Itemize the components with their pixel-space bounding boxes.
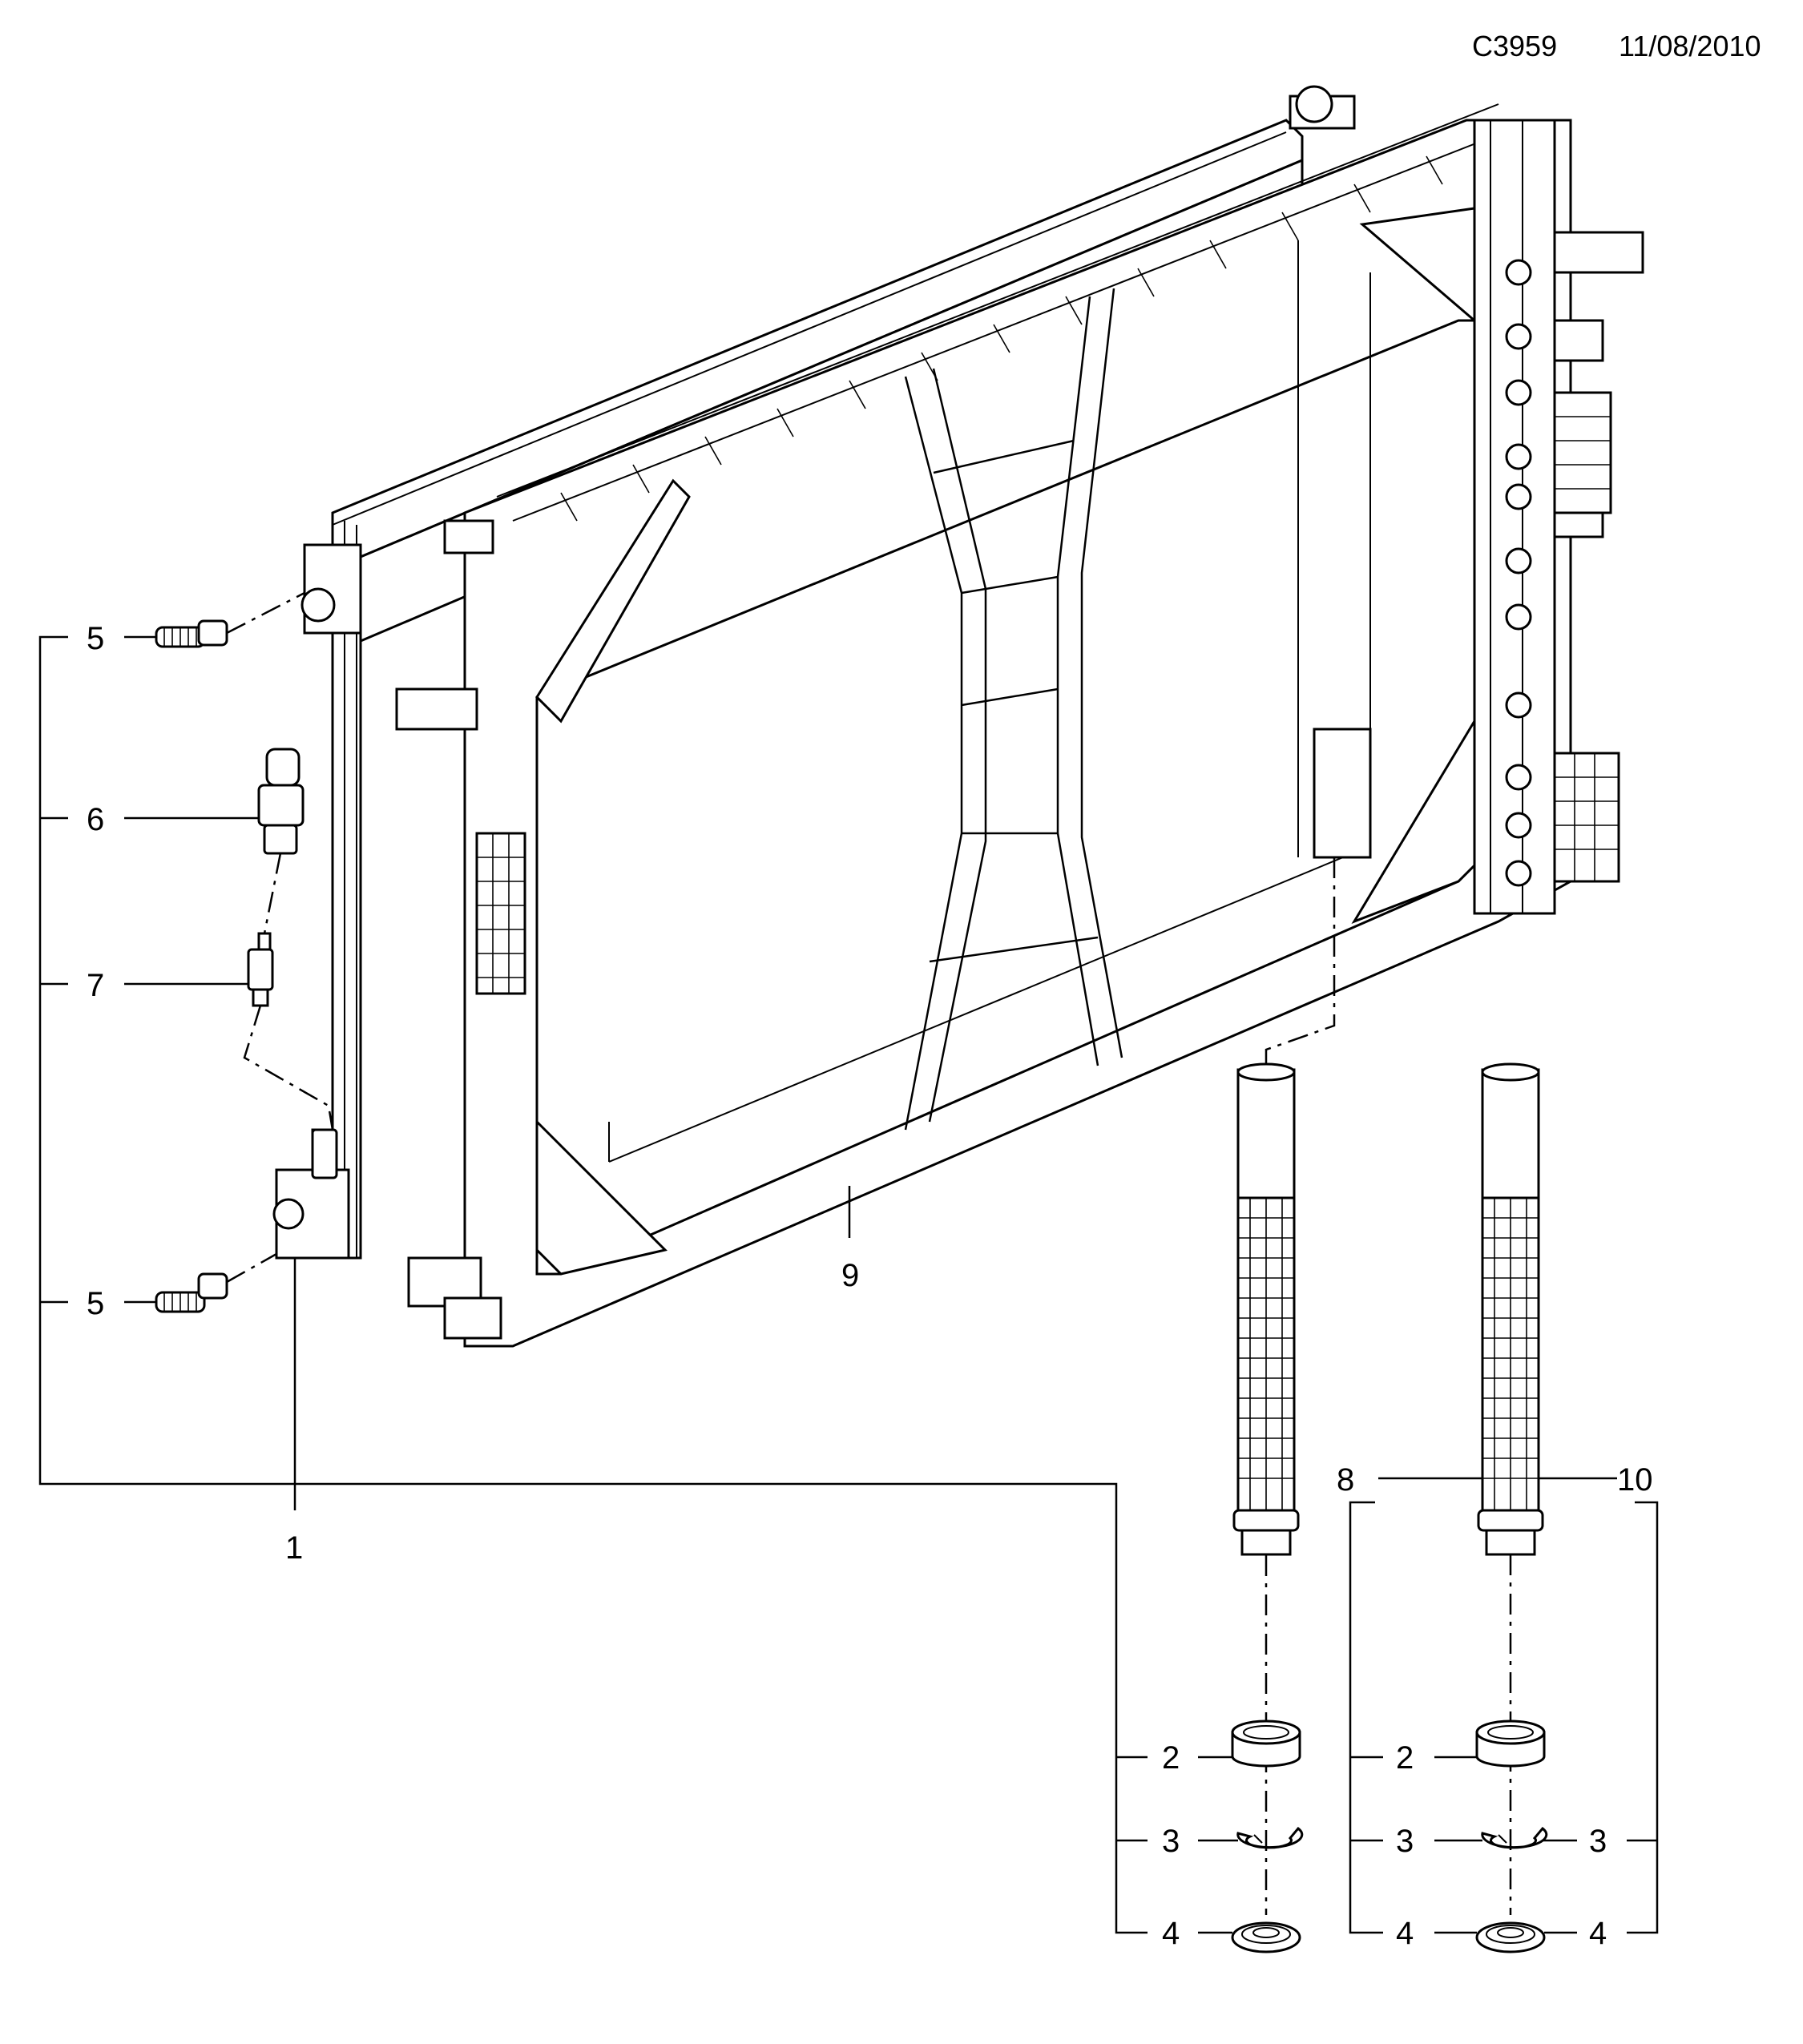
callout-10: 10: [1617, 1462, 1653, 1498]
pressure-switch: [257, 748, 305, 855]
callout-5-lower: 5: [87, 1286, 104, 1321]
callout-4-middle: 4: [1396, 1916, 1414, 1951]
diagram-date: 11/08/2010: [1619, 30, 1761, 62]
callout-3-middle: 3: [1396, 1824, 1414, 1859]
callout-1: 1: [285, 1530, 303, 1566]
bolt-upper: [155, 619, 228, 648]
seal-ring-left: [1231, 1719, 1301, 1768]
callout-2-right: 2: [1396, 1740, 1414, 1776]
desiccant-cartridge-left: [1232, 1062, 1300, 1556]
snap-ring-left: [1236, 1826, 1304, 1849]
seal-ring-right: [1475, 1719, 1546, 1768]
callout-3-right: 3: [1589, 1824, 1607, 1859]
callout-8: 8: [1337, 1462, 1354, 1498]
valve-core: [247, 932, 274, 1007]
plug-right: [1475, 1921, 1546, 1953]
shroud-frame: [395, 103, 1644, 1348]
callout-4-left: 4: [1162, 1916, 1180, 1951]
callout-9: 9: [841, 1258, 859, 1293]
callout-2-left: 2: [1162, 1740, 1180, 1776]
callout-6: 6: [87, 802, 104, 837]
bolt-lower: [155, 1272, 228, 1313]
diagram-code: C3959: [1472, 30, 1557, 62]
plug-left: [1231, 1921, 1301, 1953]
callout-3-left: 3: [1162, 1824, 1180, 1859]
callout-labels: 5 6 7 5 1 9 8 10 2 3 4 2 3 4 3 4: [87, 621, 1653, 1951]
snap-ring-right: [1481, 1826, 1548, 1849]
callout-4-right: 4: [1589, 1916, 1607, 1951]
condenser-fitting: [311, 1128, 338, 1179]
callout-5-upper: 5: [87, 621, 104, 656]
callout-7: 7: [87, 968, 104, 1003]
leader-lines: [38, 635, 1659, 1934]
desiccant-cartridge-right: [1477, 1062, 1544, 1556]
